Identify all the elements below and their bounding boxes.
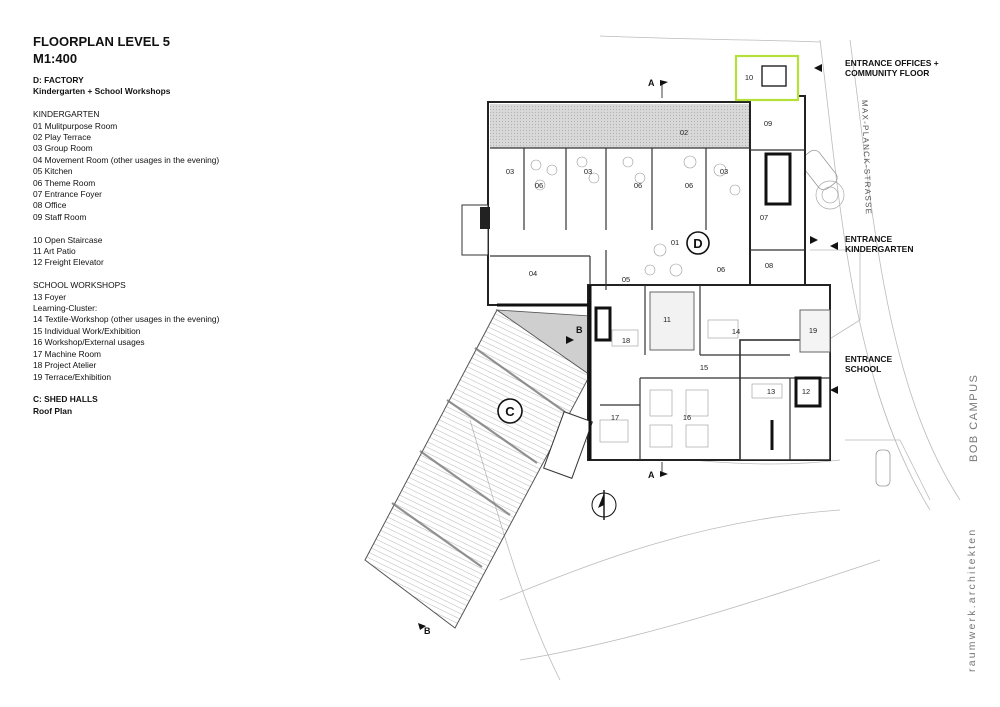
legend-line: 13 Foyer [33,291,67,302]
thick-walls [497,152,822,460]
room-label-02: 02 [680,128,688,137]
car-icon [800,149,891,487]
entrance-arrows [810,64,838,394]
site-context [469,35,961,681]
plan-scale: M1:400 [33,51,78,66]
zone-marker-d: D [686,231,710,255]
room-label-03: 03 [506,167,514,176]
room-label-03: 03 [720,167,728,176]
room-label-19: 19 [809,326,817,335]
legend-line: 12 Freight Elevator [33,257,104,268]
room-label-03: 03 [584,167,592,176]
entrance-school-label: ENTRANCE [845,354,893,364]
room-label-08: 08 [765,261,773,270]
room-label-16: 16 [683,413,691,422]
legend-line: Roof Plan [33,405,73,416]
entrance-labels: ENTRANCE OFFICES + COMMUNITY FLOOR ENTRA… [845,58,939,374]
legend-line: 03 Group Room [33,143,93,154]
room-label-18: 18 [622,336,630,345]
legend-line: KINDERGARTEN [33,109,100,120]
room-label-14: 14 [732,327,740,336]
room-label-10: 10 [745,73,753,82]
tree-icon [815,180,845,210]
entrance-offices-label-2: COMMUNITY FLOOR [845,68,929,78]
legend-line: 09 Staff Room [33,211,87,222]
section-markers: A A B B [418,78,668,636]
legend-line: 08 Office [33,200,67,211]
section-b-top: B [576,325,583,335]
legend-line: 15 Individual Work/Exhibition [33,325,141,336]
section-a-bottom: A [648,470,655,480]
legend-line: Kindergarten + School Workshops [33,86,171,97]
entrance-kindergarten-label-2: KINDERGARTEN [845,244,913,254]
legend-line: SCHOOL WORKSHOPS [33,280,126,291]
room-label-06: 06 [717,265,725,274]
shed-halls-roof [364,309,591,629]
legend-line: 06 Theme Room [33,177,96,188]
legend-line: 14 Textile-Workshop (other usages in the… [33,314,220,325]
entrance-school-label-2: SCHOOL [845,364,881,374]
legend-line: C: SHED HALLS [33,394,98,405]
legend-line: D: FACTORY [33,75,84,85]
terrace-exhibition [799,309,831,353]
room-label-09: 09 [764,119,772,128]
room-label-05: 05 [622,275,630,284]
svg-text:C: C [505,404,515,419]
room-label-13: 13 [767,387,775,396]
art-patio [649,291,695,351]
room-numbers: 01 02 03 03 03 04 05 06 06 06 06 07 08 0… [506,73,817,422]
furniture [530,155,783,448]
street-label: MAX-PLANCK-STRASSE [860,100,873,216]
room-label-06: 06 [685,181,693,190]
svg-text:D: D [693,236,702,251]
entrance-offices-label: ENTRANCE OFFICES + [845,58,939,68]
section-b-bottom: B [424,626,431,636]
room-label-12: 12 [802,387,810,396]
legend-line: 11 Art Patio [33,246,76,257]
room-label-15: 15 [700,363,708,372]
room-label-06: 06 [634,181,642,190]
legend-line: 02 Play Terrace [33,132,92,143]
legend-line: 10 Open Staircase [33,234,103,245]
legend-line: 16 Workshop/External usages [33,337,145,348]
entrance-kindergarten-label: ENTRANCE [845,234,893,244]
north-arrow-icon [591,490,617,520]
legend-line: 17 Machine Room [33,348,101,359]
legend-line: 05 Kitchen [33,166,73,177]
zone-marker-c: C [497,398,523,424]
legend-line: 19 Terrace/Exhibition [33,371,112,382]
room-label-04: 04 [529,269,537,278]
room-label-07: 07 [760,213,768,222]
room-label-17: 17 [611,413,619,422]
office-name-side: raumwerk.architekten [966,527,978,672]
plan-title: FLOORPLAN LEVEL 5 [33,34,170,49]
section-a-top: A [648,78,655,88]
legend-line: Learning-Cluster: [33,303,98,314]
room-label-11: 11 [663,315,671,324]
room-label-01: 01 [671,238,679,247]
legend-line: 07 Entrance Foyer [33,189,102,200]
legend-line: 01 Mulitpurpose Room [33,120,118,131]
project-name-side: BOB CAMPUS [968,373,980,462]
legend-line: 04 Movement Room (other usages in the ev… [33,154,220,165]
room-label-06: 06 [535,181,543,190]
legend-line: 18 Project Atelier [33,360,97,371]
